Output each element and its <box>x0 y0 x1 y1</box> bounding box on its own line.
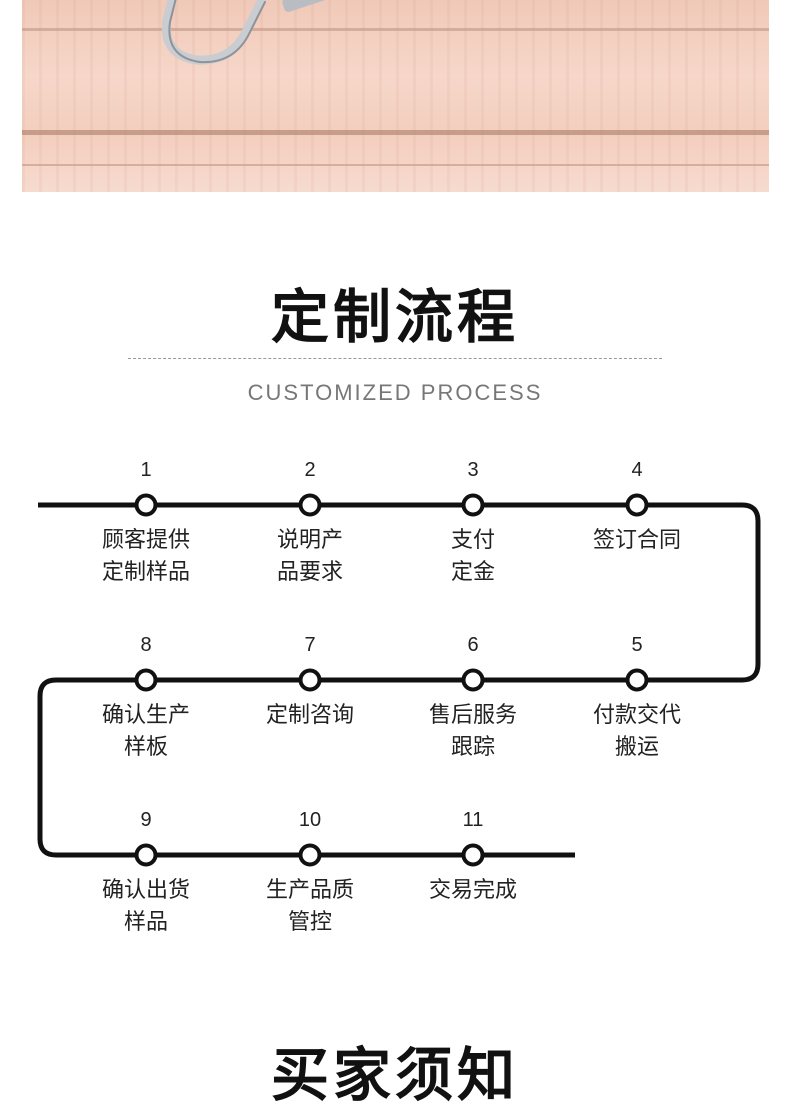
step-label-line: 定制样品 <box>101 560 190 585</box>
step-label-line: 跟踪 <box>450 735 495 760</box>
step-number: 11 <box>462 809 484 831</box>
step-node <box>461 668 485 692</box>
section-subtitle: CUSTOMIZED PROCESS <box>247 380 543 405</box>
step-node <box>461 493 485 517</box>
dashed-divider <box>128 358 662 359</box>
step-label: 生产品质管控 <box>240 875 380 939</box>
step-label-line: 定制咨询 <box>265 703 354 728</box>
step-node <box>625 668 649 692</box>
product-photo <box>22 0 769 192</box>
step-label-line: 样板 <box>123 735 168 760</box>
step-label: 付款交代搬运 <box>567 700 707 764</box>
step-label-line: 定金 <box>450 560 495 585</box>
step-number: 5 <box>631 634 643 656</box>
step-label: 售后服务跟踪 <box>403 700 543 764</box>
step-label-line: 品要求 <box>276 560 343 585</box>
step-number: 10 <box>298 809 322 831</box>
step-label-line: 付款交代 <box>592 703 681 728</box>
step-number: 1 <box>140 459 152 481</box>
step-label: 签订合同 <box>567 525 707 557</box>
step-node <box>461 843 485 867</box>
step-label-line: 管控 <box>287 910 332 935</box>
step-number: 9 <box>140 809 152 831</box>
step-label-line: 顾客提供 <box>101 528 190 553</box>
step-label-line: 生产品质 <box>265 878 354 903</box>
step-node <box>298 668 322 692</box>
step-label: 说明产品要求 <box>240 525 380 589</box>
step-label: 顾客提供定制样品 <box>76 525 216 589</box>
s-hook-icon <box>161 0 342 65</box>
wood-plank-line <box>22 164 769 166</box>
step-number: 4 <box>631 459 643 481</box>
step-label-line: 确认出货 <box>101 878 190 903</box>
step-number: 8 <box>140 634 152 656</box>
step-number: 3 <box>467 459 479 481</box>
next-section-title: 买家须知 <box>270 1041 519 1109</box>
step-node <box>298 843 322 867</box>
step-number: 7 <box>304 634 316 656</box>
step-label: 确认生产样板 <box>76 700 216 764</box>
step-label-line: 样品 <box>123 910 168 935</box>
step-label-line: 支付 <box>450 528 495 553</box>
step-label-line: 搬运 <box>614 735 659 760</box>
step-node <box>134 493 158 517</box>
step-node <box>134 668 158 692</box>
process-flow-line <box>37 493 761 867</box>
step-label-line: 说明产 <box>276 528 343 553</box>
step-node <box>625 493 649 517</box>
step-number: 2 <box>304 459 316 481</box>
step-number: 6 <box>467 634 479 656</box>
section-title: 定制流程 <box>270 283 519 351</box>
step-label: 交易完成 <box>403 875 543 907</box>
wood-plank-line <box>22 28 769 31</box>
step-node <box>298 493 322 517</box>
step-label: 支付定金 <box>403 525 543 589</box>
step-node <box>134 843 158 867</box>
step-label-line: 售后服务 <box>428 703 517 728</box>
step-label: 确认出货样品 <box>76 875 216 939</box>
step-label-line: 交易完成 <box>428 878 517 903</box>
wood-plank-line <box>22 130 769 135</box>
step-label: 定制咨询 <box>240 700 380 732</box>
step-label-line: 签订合同 <box>592 528 681 553</box>
step-label-line: 确认生产 <box>101 703 190 728</box>
